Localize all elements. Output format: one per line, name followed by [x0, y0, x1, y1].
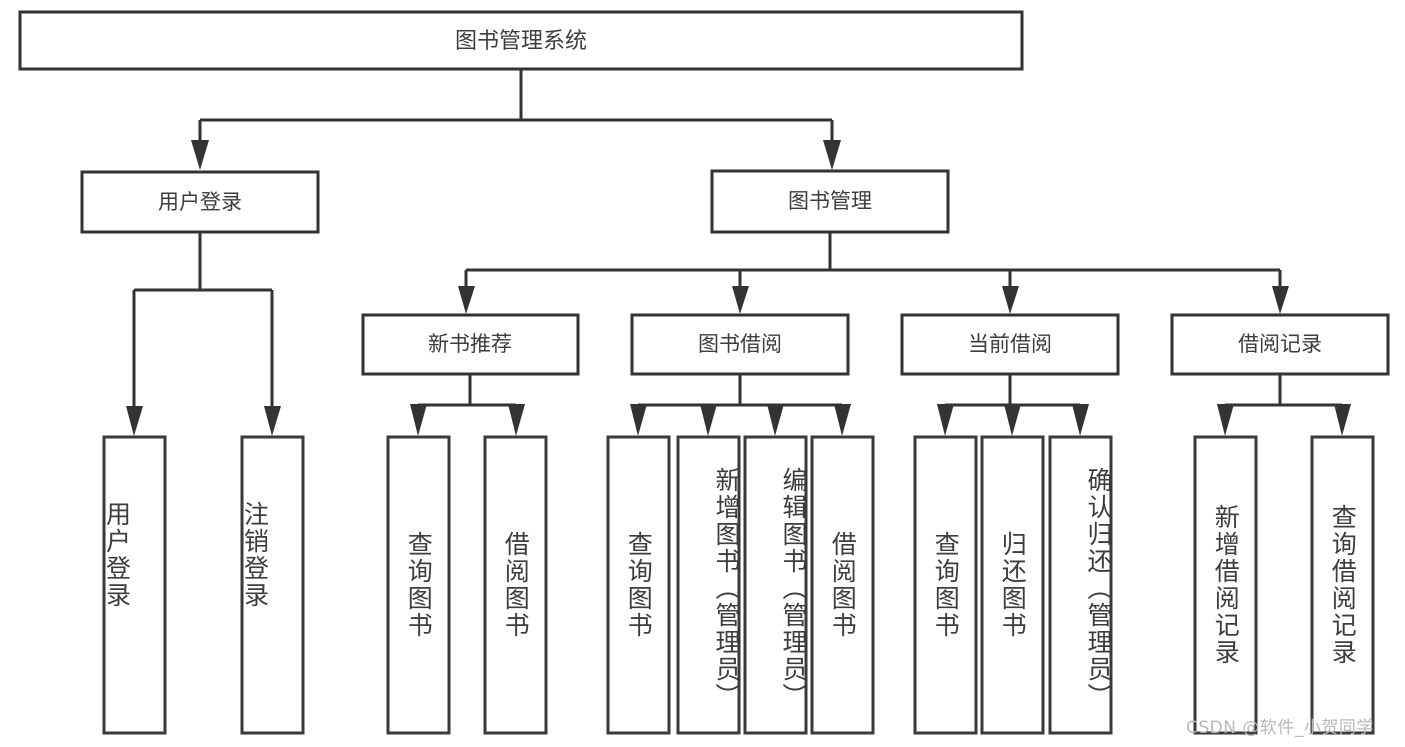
- arrow-head-bb-borrow-book: [834, 404, 851, 436]
- leaf-box-bb-edit-book[interactable]: [743, 435, 808, 735]
- leaf-box-nbr-query-book[interactable]: [386, 435, 451, 735]
- arrow-head-br-add-record: [1217, 404, 1234, 436]
- arrow-head-nbr-borrow-book: [508, 404, 525, 436]
- connector-group-bookborrow-to-leaves: [630, 374, 851, 436]
- arrow-head-book-borrow: [732, 286, 749, 314]
- connector-group-borrowrecord-to-leaves: [1217, 374, 1351, 436]
- arrow-head-cb-return-book: [1004, 404, 1021, 436]
- node-root[interactable]: 图书管理系统: [18, 10, 1024, 71]
- arrow-head-bb-query-book: [630, 404, 647, 436]
- node-book-borrow-box[interactable]: [630, 313, 850, 376]
- leaf-box-cb-query-book[interactable]: [913, 435, 978, 735]
- arrow-head-borrow-record: [1272, 286, 1289, 314]
- node-new-book-recommend[interactable]: 新书推荐: [361, 313, 580, 376]
- arrow-head-cb-confirm-return: [1072, 404, 1089, 436]
- arrow-head-new-book-recommend: [458, 286, 475, 314]
- node-current-borrow-label: 当前借阅: [968, 332, 1052, 356]
- node-current-borrow-box[interactable]: [900, 313, 1120, 376]
- node-book-management-label: 图书管理: [788, 189, 872, 213]
- connector-group-currentborrow-to-leaves: [937, 374, 1089, 436]
- connector-group-userlogin-to-leaves: [126, 232, 281, 436]
- node-current-borrow[interactable]: 当前借阅: [900, 313, 1120, 376]
- node-new-book-recommend-label: 新书推荐: [428, 332, 512, 356]
- node-book-management-box[interactable]: [710, 169, 950, 234]
- node-user-login-box[interactable]: [80, 170, 320, 234]
- arrow-head-br-query-record: [1334, 404, 1351, 436]
- node-book-management[interactable]: 图书管理: [710, 169, 950, 234]
- leaf-boxes: [102, 435, 1375, 735]
- node-new-book-recommend-box[interactable]: [361, 313, 580, 376]
- leaf-box-nbr-borrow-book[interactable]: [483, 435, 548, 735]
- node-book-borrow-label: 图书借阅: [698, 332, 782, 356]
- leaf-box-bb-borrow-book[interactable]: [810, 435, 875, 735]
- leaf-box-br-add-record[interactable]: [1193, 435, 1258, 735]
- leaf-box-cb-return-book[interactable]: [980, 435, 1045, 735]
- node-root-box[interactable]: [18, 10, 1024, 71]
- leaf-box-user-login[interactable]: [102, 435, 167, 735]
- connector-group-bookmgmt-to-level2: [458, 232, 1289, 314]
- arrow-head-nbr-query-book: [410, 404, 427, 436]
- node-borrow-record-label: 借阅记录: [1238, 332, 1322, 356]
- connector-group-newbook-to-leaves: [410, 374, 525, 436]
- leaf-box-bb-add-book[interactable]: [676, 435, 741, 735]
- arrow-head-cb-query-book: [937, 404, 954, 436]
- connector-group-root-to-level1: [191, 69, 841, 170]
- node-user-login[interactable]: 用户登录: [80, 170, 320, 234]
- leaf-box-bb-query-book[interactable]: [606, 435, 671, 735]
- leaf-box-logout[interactable]: [240, 435, 305, 735]
- arrow-head-logout-leaf: [264, 406, 281, 436]
- leaf-box-br-query-record[interactable]: [1310, 435, 1375, 735]
- node-book-borrow[interactable]: 图书借阅: [630, 313, 850, 376]
- arrow-head-bb-add-book: [700, 404, 717, 436]
- node-borrow-record-box[interactable]: [1170, 313, 1390, 376]
- csdn-watermark: CSDN @软件_小贺同学: [1186, 718, 1374, 738]
- arrow-head-to-user-login: [191, 140, 209, 170]
- node-borrow-record[interactable]: 借阅记录: [1170, 313, 1390, 376]
- arrow-head-to-book-management: [823, 140, 841, 170]
- arrow-head-user-login-leaf: [126, 406, 143, 436]
- node-user-login-label: 用户登录: [158, 190, 242, 214]
- node-root-label: 图书管理系统: [455, 29, 587, 54]
- arrow-head-current-borrow: [1002, 286, 1019, 314]
- leaf-box-cb-confirm-return[interactable]: [1048, 435, 1113, 735]
- arrow-head-bb-edit-book: [767, 404, 784, 436]
